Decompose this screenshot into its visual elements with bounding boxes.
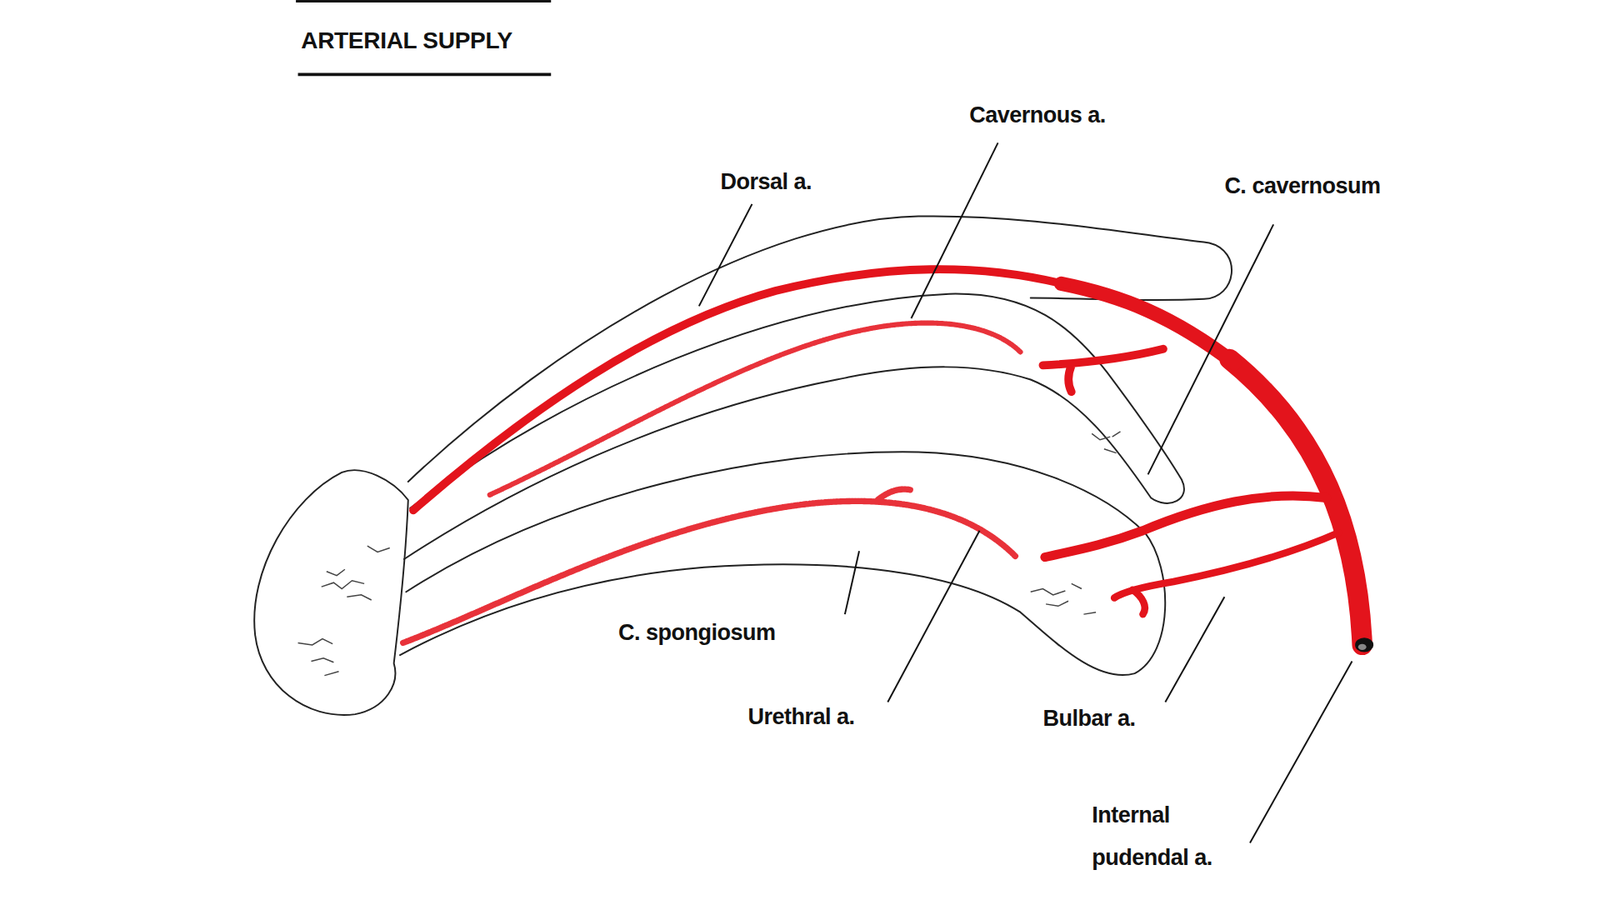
title-rule (295, 0, 551, 3)
leader-line (1148, 224, 1275, 475)
leader-line (910, 142, 998, 319)
cavernous-artery (490, 323, 1021, 495)
dorsal-artery (413, 269, 1067, 510)
part-label: C. spongiosum (618, 620, 776, 646)
leader-line (845, 550, 860, 615)
vessel-cut-end (1355, 637, 1374, 652)
part-label: Bulbar a. (1042, 705, 1135, 732)
urethral-artery-branch (1045, 495, 1327, 558)
bulbar-artery (1114, 532, 1339, 615)
leader-line (1250, 660, 1352, 843)
part-label: Dorsal a. (720, 168, 812, 195)
part-label: Urethral a. (748, 703, 855, 730)
tunica-outline (408, 215, 1232, 482)
part-label: Cavernous a. (969, 102, 1106, 129)
bulb-vessels (1030, 431, 1121, 615)
glans-outline (254, 470, 409, 715)
cavernous-artery-branch (1042, 349, 1163, 392)
vessel-lumen (1358, 644, 1367, 650)
title-rule (298, 73, 552, 77)
leader-line (699, 204, 753, 306)
part-label: Internal pudendal a. (1091, 794, 1255, 880)
leader-line (887, 530, 980, 703)
glans-vessels (298, 545, 390, 676)
leader-line (1165, 596, 1225, 702)
part-label: C. cavernosum (1224, 172, 1380, 199)
diagram-title: ARTERIAL SUPPLY (300, 27, 513, 55)
